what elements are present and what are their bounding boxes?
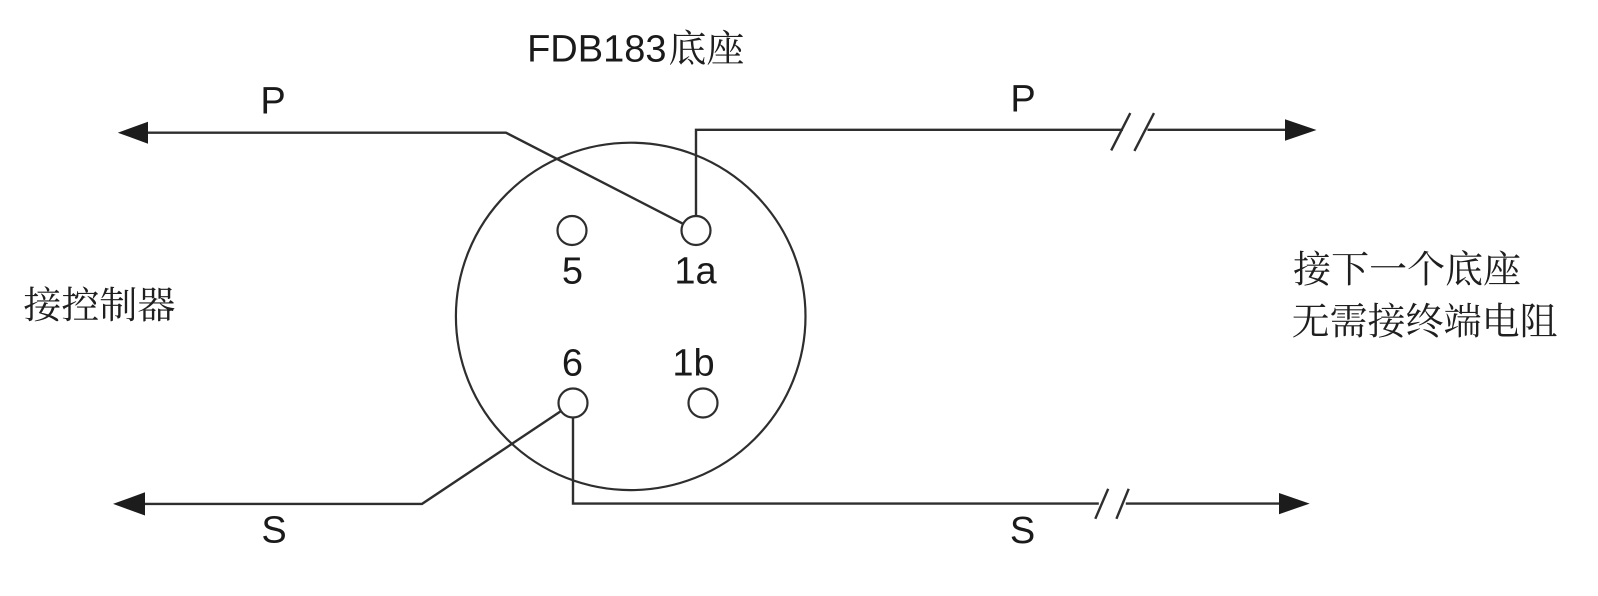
svg-text:1a: 1a — [674, 251, 717, 293]
svg-text:FDB183: FDB183 — [527, 29, 666, 71]
svg-text:S: S — [1010, 510, 1035, 552]
svg-text:S: S — [261, 510, 286, 552]
svg-text:6: 6 — [562, 343, 583, 385]
svg-text:P: P — [260, 81, 285, 123]
svg-text:5: 5 — [562, 251, 583, 293]
svg-text:1b: 1b — [672, 343, 714, 385]
svg-text:P: P — [1010, 79, 1035, 121]
